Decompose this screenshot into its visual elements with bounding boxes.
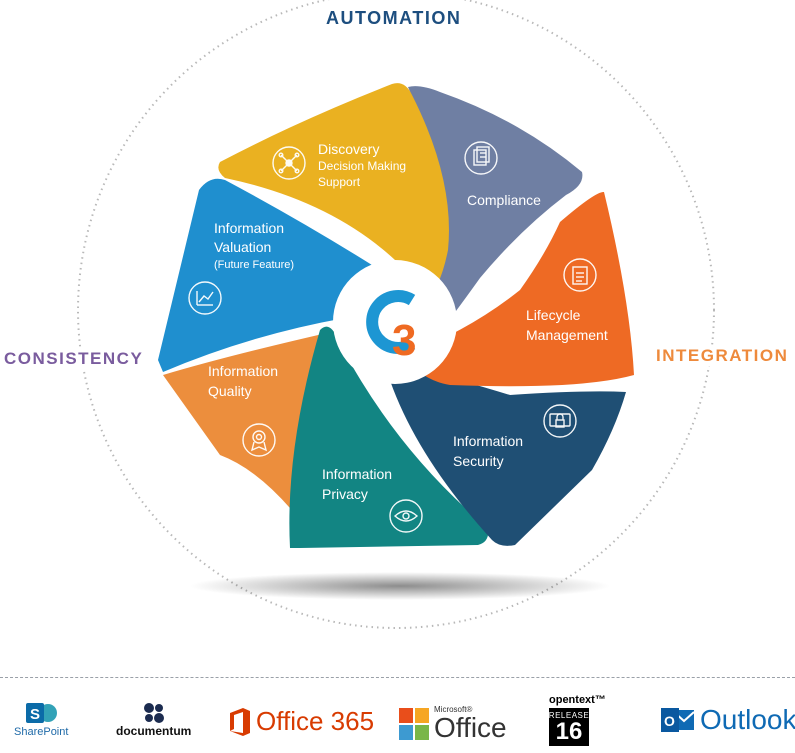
microsoft-office-logo: Microsoft® Office — [398, 706, 507, 742]
segment-discovery-line-1: Discovery — [318, 141, 379, 157]
logo-bar-divider — [0, 677, 795, 678]
opentext-brand: opentext™ — [549, 694, 606, 706]
segment-quality-line-1: Information — [208, 363, 278, 379]
outer-dotted-ring — [77, 0, 715, 629]
c3-logo-three: 3 — [392, 316, 416, 365]
segment-discovery-label: Discovery Decision Making Support — [318, 141, 411, 189]
segment-lifecycle[interactable] — [405, 191, 634, 387]
segment-security-line-1: Information — [453, 433, 523, 449]
office365-icon — [230, 707, 250, 736]
ring-label-integration: INTEGRATION — [648, 346, 795, 366]
lock-card-icon — [543, 404, 577, 438]
segment-compliance-line-1: Compliance — [467, 192, 541, 208]
segment-valuation[interactable] — [158, 178, 372, 372]
microsoft-office-label: Office — [434, 712, 507, 743]
growth-chart-icon — [188, 281, 222, 315]
office365-label: Office 365 — [256, 706, 375, 736]
documentum-logo: documentum — [116, 702, 191, 738]
segment-discovery[interactable] — [218, 83, 449, 300]
segment-compliance[interactable] — [408, 86, 583, 338]
segment-privacy[interactable] — [289, 326, 489, 548]
clipboard-icon — [563, 258, 597, 292]
segment-lifecycle-line-2: Management — [526, 327, 608, 343]
outlook-logo: O Outlook — [660, 704, 795, 736]
segment-security-line-2: Security — [453, 453, 504, 469]
outlook-icon: O — [661, 708, 695, 732]
opentext-release-number: 16 — [555, 717, 583, 745]
segment-privacy-line-2: Privacy — [322, 486, 368, 502]
network-hub-icon — [272, 146, 306, 180]
segment-compliance-label: Compliance — [467, 192, 541, 208]
sharepoint-mark: S — [30, 706, 40, 723]
eye-icon — [389, 499, 423, 533]
wheel-shadow — [190, 572, 610, 600]
segment-discovery-line-2: Decision Making — [318, 159, 406, 173]
ring-label-automation: AUTOMATION — [318, 8, 470, 29]
sharepoint-icon: S — [26, 703, 58, 723]
document-stack-icon — [464, 141, 498, 175]
segment-valuation-label: Information Valuation (Future Feature) — [214, 220, 294, 271]
c3-logo: 3 — [366, 290, 416, 365]
segment-lifecycle-line-1: Lifecycle — [526, 307, 581, 323]
segment-discovery-line-3: Support — [318, 175, 361, 189]
segment-valuation-line-2: Valuation — [214, 239, 271, 255]
ring-label-consistency: CONSISTENCY — [0, 349, 152, 369]
wheel-segments — [158, 83, 634, 548]
opentext-release-label: RELEASE — [548, 710, 590, 720]
segment-valuation-line-3: (Future Feature) — [214, 259, 294, 271]
award-badge-icon — [242, 423, 276, 457]
office365-logo: Office 365 — [228, 706, 374, 737]
microsoft-office-icon — [399, 708, 429, 740]
microsoft-office-small-label: Microsoft® — [434, 705, 473, 714]
segment-security-label: Information Security — [453, 433, 528, 469]
opentext-release-badge: RELEASE 16 — [549, 708, 589, 746]
segment-privacy-label: Information Privacy — [322, 466, 397, 502]
sharepoint-label: SharePoint — [14, 726, 69, 738]
segment-valuation-line-1: Information — [214, 220, 284, 236]
outlook-label: Outlook — [700, 704, 795, 735]
opentext-logo: opentext™ RELEASE 16 — [549, 694, 606, 746]
sharepoint-logo: S SharePoint — [14, 700, 68, 738]
documentum-icon — [143, 703, 164, 723]
documentum-label: documentum — [116, 724, 192, 738]
segment-quality-line-2: Quality — [208, 383, 252, 399]
segment-lifecycle-label: Lifecycle Management — [526, 307, 608, 343]
segment-quality-label: Information Quality — [208, 363, 283, 399]
segment-privacy-line-1: Information — [322, 466, 392, 482]
outlook-mark: O — [664, 713, 675, 729]
wheel-center — [333, 260, 457, 384]
